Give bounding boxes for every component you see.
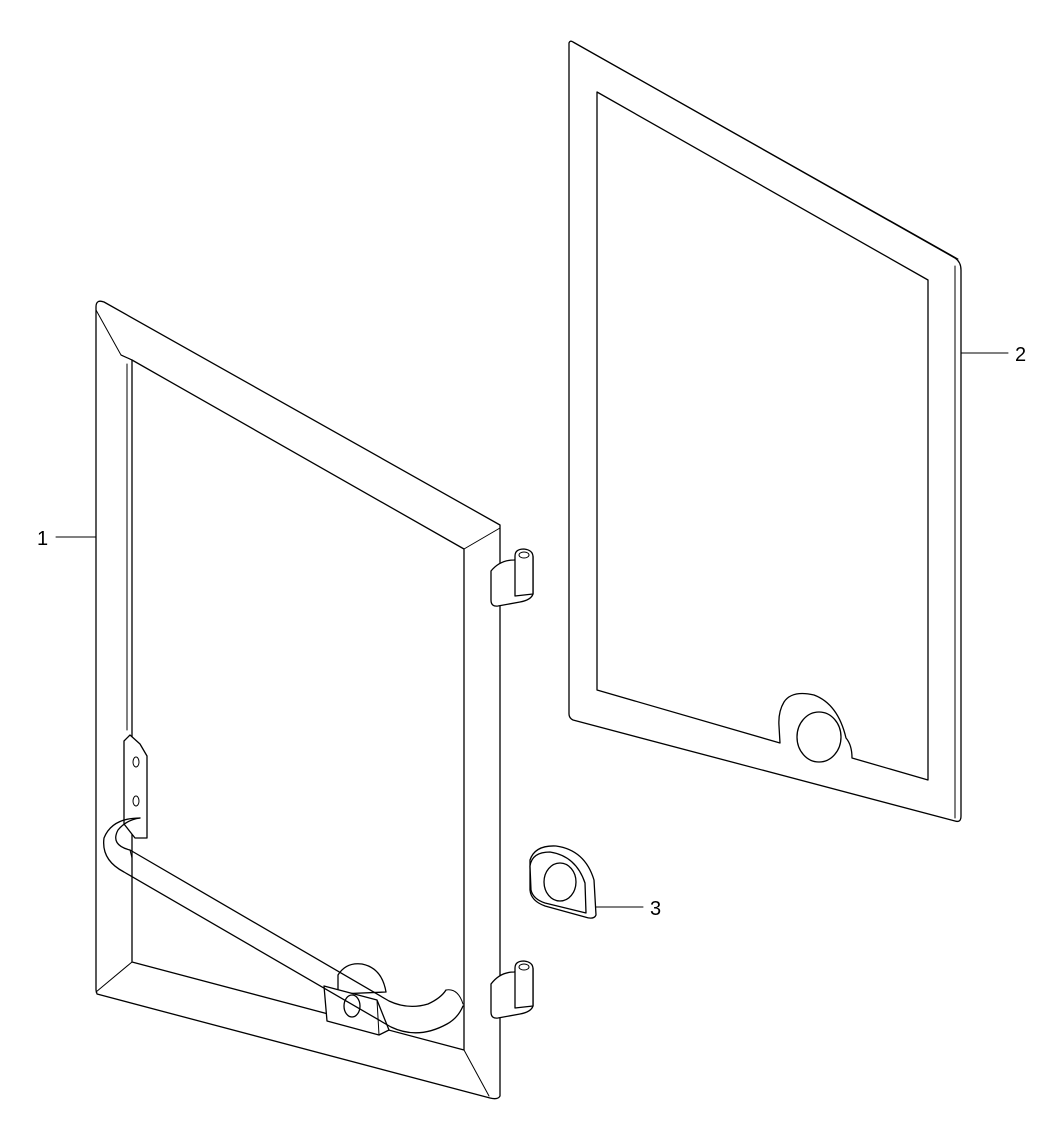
bracket-plate (123, 734, 148, 839)
mount-disc (337, 963, 387, 995)
door-bevel-top-inner (120, 354, 133, 361)
door-bevel-top-left (95, 309, 133, 361)
hinge-lower-barrel (514, 960, 534, 1009)
door-frame (95, 300, 534, 1100)
gasket-hole (796, 711, 842, 763)
door-inner-opening (131, 359, 465, 1051)
gasket-inner-edge (596, 91, 929, 781)
door-bevel-top-right (463, 527, 501, 550)
hinge-lower-pin-icon (518, 963, 530, 971)
handle-bracket (123, 734, 148, 839)
hinge-upper-pin-icon (518, 551, 530, 559)
grommet-hole (543, 862, 577, 902)
door-handle-rod (103, 817, 464, 1034)
gasket-top-thickness (572, 41, 959, 260)
gasket-outer-edge (568, 40, 962, 823)
door-bevel-bottom-left (95, 961, 133, 993)
grommet-front (529, 851, 587, 914)
mount-block-edge (376, 999, 380, 1036)
grommet (529, 845, 597, 919)
handle-rod-seam (129, 849, 133, 859)
door-hinge-upper (490, 548, 534, 607)
door-hinge-lower (490, 960, 534, 1019)
door-outer-edge (95, 300, 501, 1100)
handle-rod-lower-edge (103, 817, 464, 1034)
callout-label-3: 3 (650, 898, 661, 920)
handle-mount (323, 963, 390, 1036)
bracket-hole-lower (132, 795, 140, 807)
hinge-upper-barrel (514, 548, 534, 597)
handle-rod-upper-edge (115, 817, 447, 1008)
handle-rod-end (445, 989, 464, 1005)
callout-label-1: 1 (37, 528, 48, 550)
bracket-hole-upper (132, 756, 140, 768)
callouts: 1 2 3 (37, 344, 1026, 920)
gasket-frame (568, 40, 962, 823)
door-bevel-bottom-right (463, 1049, 490, 1097)
callout-label-2: 2 (1015, 344, 1026, 366)
mount-hole (343, 994, 361, 1018)
